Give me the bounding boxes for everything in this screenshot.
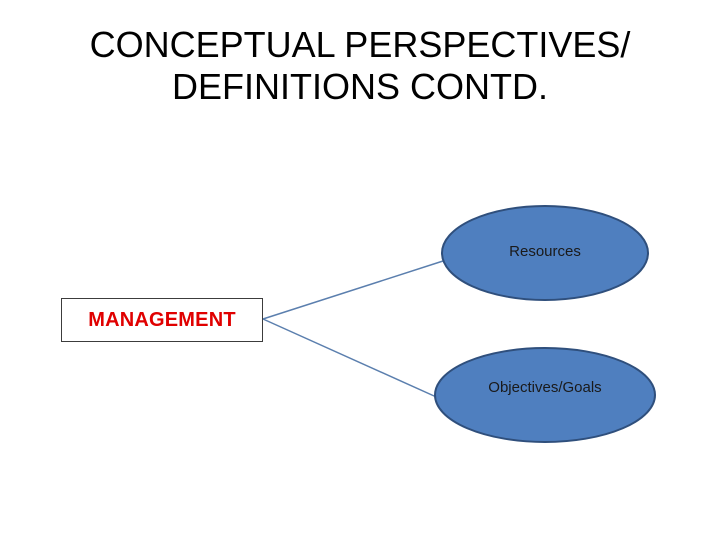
slide-title: CONCEPTUAL PERSPECTIVES/ DEFINITIONS CON… [60,24,660,108]
connector-to-objectives [262,318,444,401]
slide-title-line-2: DEFINITIONS CONTD. [172,66,548,107]
connector-to-resources [262,260,444,320]
objectives-node [434,347,656,443]
objectives-label: Objectives/Goals [488,379,602,396]
resources-label: Resources [509,243,581,260]
slide-title-line-1: CONCEPTUAL PERSPECTIVES/ [89,24,631,65]
management-box: MANAGEMENT [61,298,263,342]
management-label: MANAGEMENT [88,308,236,331]
resources-node [441,205,649,301]
